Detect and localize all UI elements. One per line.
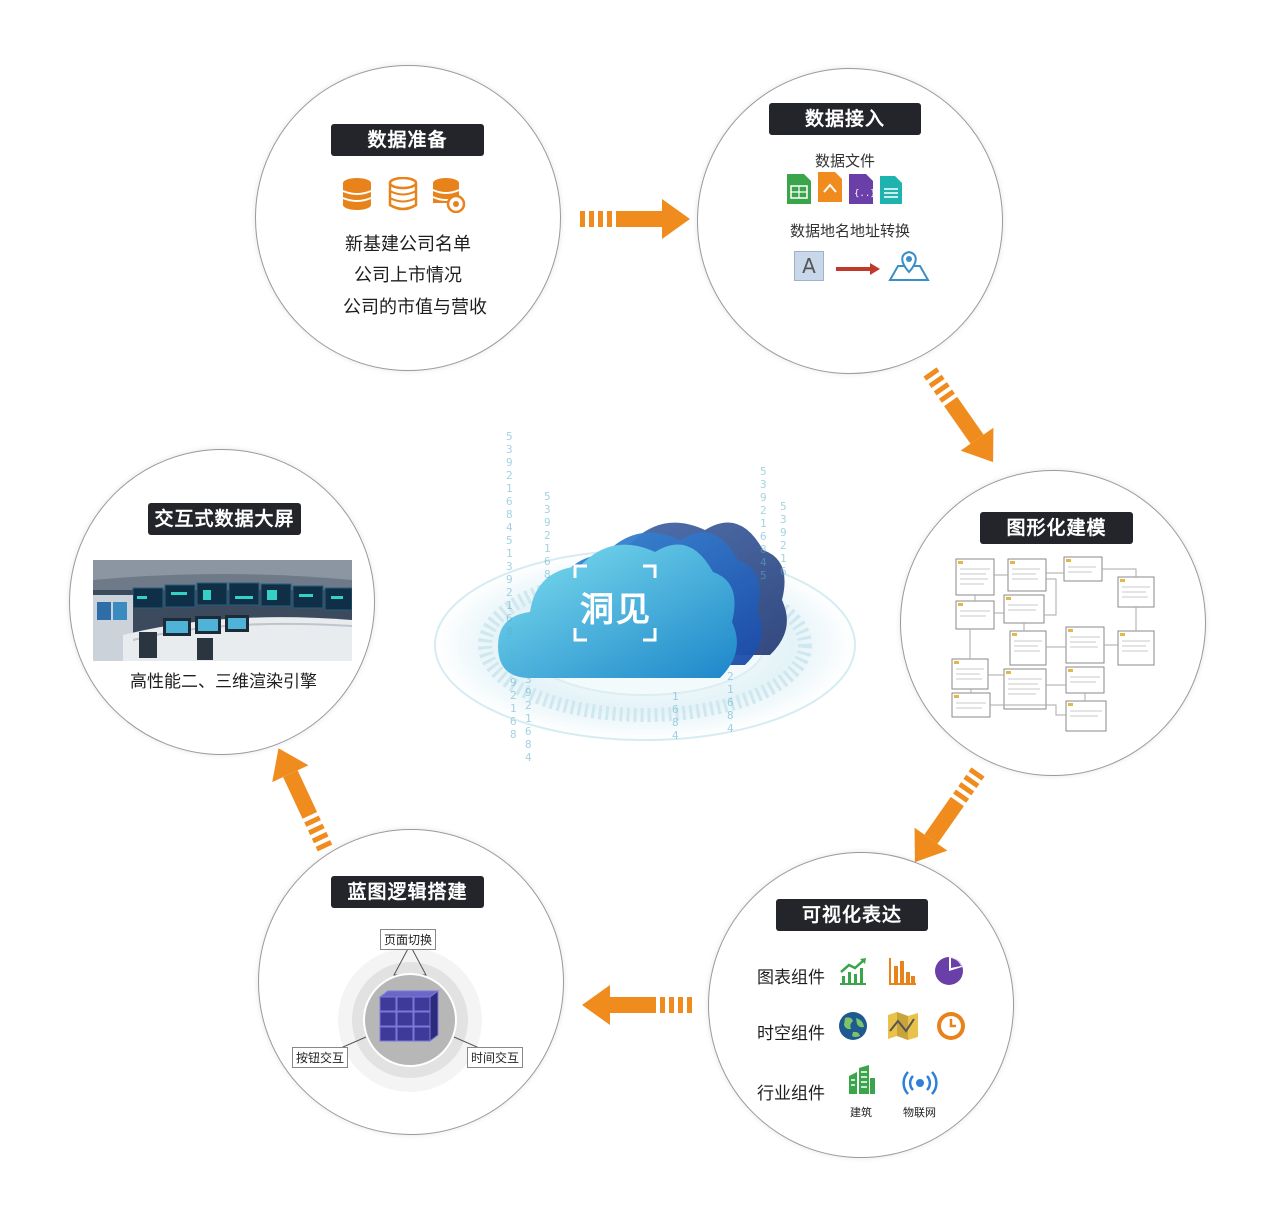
database-icon [342, 177, 372, 215]
database-outline-icon [388, 176, 418, 215]
database-view-icon [432, 177, 466, 217]
screen-caption: 高性能二、三维渲染引擎 [130, 672, 317, 692]
arrow-access-to-model [913, 360, 1010, 474]
screen-title: 交互式数据大屏 [148, 503, 301, 535]
arrow-model-to-visual [898, 760, 995, 874]
excel-file-icon [787, 174, 811, 208]
data-prep-circle [255, 65, 561, 371]
code-file-icon: {..} [849, 174, 876, 208]
time-interact-label: 时间交互 [467, 1047, 524, 1068]
digit-column-decor: 539216 [780, 500, 787, 578]
data-prep-line-2: 公司上市情况 [354, 265, 462, 286]
convert-arrow-icon [836, 260, 880, 279]
blueprint-hub-diagram [319, 943, 501, 1099]
digit-column-decor: 1684 [672, 690, 679, 742]
digit-column-decor: 21684 [727, 670, 734, 735]
globe-icon [837, 1010, 869, 1046]
building-label: 建筑 [850, 1106, 872, 1119]
json-file-icon [818, 172, 842, 206]
line-chart-icon [838, 956, 868, 990]
building-icon [847, 1064, 877, 1100]
industry-components-label: 行业组件 [757, 1084, 825, 1104]
spatial-components-label: 时空组件 [757, 1024, 825, 1044]
page-switch-label: 页面切换 [380, 929, 437, 950]
arrow-visual-to-blueprint [582, 985, 692, 1025]
button-interact-label: 按钮交互 [292, 1047, 349, 1068]
visual-title: 可视化表达 [776, 899, 928, 931]
data-prep-line-3: 公司的市值与营收 [343, 297, 487, 318]
iot-signal-icon [902, 1068, 938, 1102]
geo-convert-label: 数据地名地址转换 [790, 222, 911, 240]
svg-text:{..}: {..} [854, 189, 873, 199]
letter-a-text: A [802, 254, 816, 278]
iot-label: 物联网 [903, 1106, 936, 1119]
data-model-diagram [946, 555, 1164, 739]
digit-column-decor: 539216845 [760, 465, 767, 582]
modeling-title: 图形化建模 [980, 512, 1133, 544]
csv-file-icon [880, 176, 902, 208]
arrow-prep-to-access [580, 199, 690, 239]
chart-components-label: 图表组件 [757, 968, 825, 988]
letter-a-icon: A [794, 251, 824, 281]
bar-chart-icon [888, 956, 918, 990]
data-prep-title: 数据准备 [331, 124, 484, 156]
digit-column-decor: 5392168 [510, 650, 517, 741]
map-pin-icon [888, 248, 930, 286]
control-room-image [93, 560, 352, 661]
data-files-label: 数据文件 [815, 152, 876, 170]
center-cloud-graphic: 洞见 [430, 420, 870, 800]
center-logo-text: 洞见 [580, 590, 652, 630]
data-access-title: 数据接入 [769, 103, 921, 135]
pie-chart-icon [933, 955, 965, 991]
map-fold-icon [886, 1011, 920, 1045]
digit-column-decor: 53921684 [525, 660, 532, 764]
blueprint-title: 蓝图逻辑搭建 [331, 876, 484, 908]
digit-column-decor: 5392168 [544, 490, 551, 581]
data-prep-line-1: 新基建公司名单 [345, 234, 471, 255]
clock-icon [935, 1010, 967, 1046]
arrow-blueprint-to-screen [260, 739, 344, 857]
digit-column-decor: 5392168451392168 [506, 430, 513, 638]
